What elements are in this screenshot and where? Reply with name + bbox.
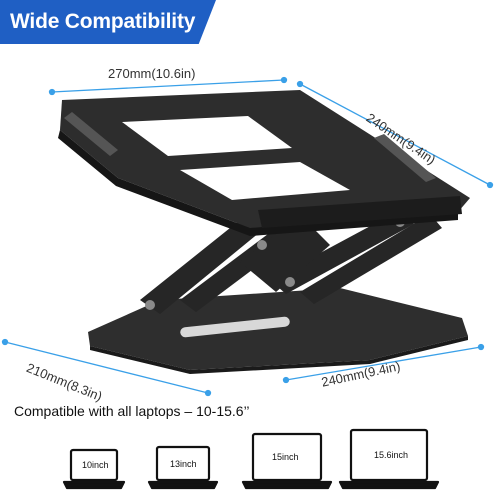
compatibility-text: Compatible with all laptops – 10-15.6’’ (14, 403, 250, 419)
dimension-top: 270mm(10.6in) (108, 66, 196, 81)
laptop-icon-13 (147, 445, 219, 490)
dim-line-right (299, 83, 491, 186)
dim-line-top (51, 79, 285, 93)
banner-title: Wide Compatibility (10, 10, 196, 33)
laptop-label-15: 15inch (272, 452, 299, 462)
laptop-label-13: 13inch (170, 459, 197, 469)
laptop-label-15-6: 15.6inch (374, 450, 409, 460)
stand-base (88, 288, 468, 370)
laptop-label-10: 10inch (82, 460, 109, 470)
laptop-icon-15-6 (338, 428, 440, 490)
stand-arm-right (270, 210, 414, 294)
dim-line-bottom-left (4, 341, 209, 394)
title-banner: Wide Compatibility (0, 0, 216, 44)
laptop-icon-10 (62, 448, 126, 490)
laptop-icon-15 (241, 432, 333, 490)
dim-line-bottom-right (285, 346, 482, 381)
